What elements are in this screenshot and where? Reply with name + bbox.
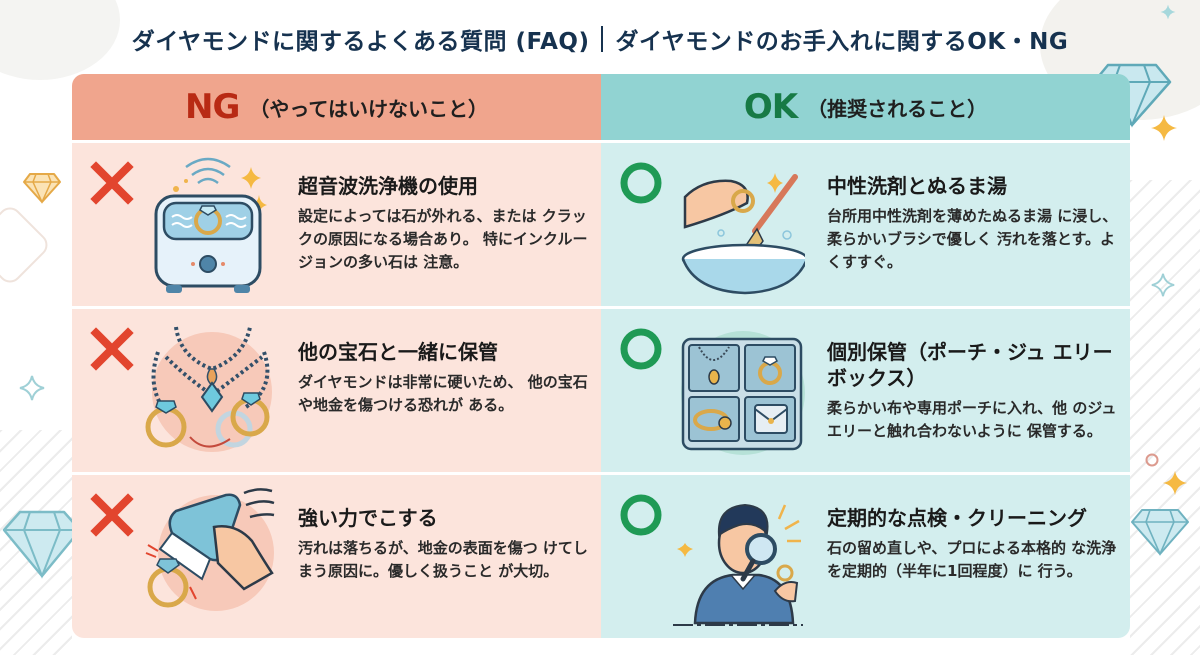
page-title: ダイヤモンドに関するよくある質問 (FAQ) ダイヤモンドのお手入れに関するOK… — [0, 14, 1200, 64]
sparkle-icon — [1162, 470, 1188, 496]
red-cross-icon — [90, 161, 134, 205]
jewelry-box-icon — [681, 331, 805, 455]
ng-label: NG — [185, 87, 240, 127]
ok-header: OK （推奨されること） — [601, 74, 1130, 140]
ng-subtitle: （やってはいけないこと） — [249, 96, 488, 121]
ng-header: NG （やってはいけないこと） — [72, 74, 601, 140]
ng-item-heading: 超音波洗浄機の使用 — [298, 174, 478, 198]
ok-item: 中性洗剤とぬるま湯 台所用中性洗剤を薄めたぬるま湯 に浸し、柔らかいブラシで優し… — [601, 140, 1130, 306]
ok-item: 定期的な点検・クリーニング 石の留め直しや、プロによる本格的 な洗浄を定期的（半… — [601, 472, 1130, 638]
ng-item: 他の宝石と一緒に保管 ダイヤモンドは非常に硬いため、 他の宝石や地金を傷つける恐… — [72, 306, 601, 472]
red-cross-icon — [90, 327, 134, 371]
diamond-icon — [2, 510, 82, 579]
green-circle-icon — [620, 162, 662, 204]
ok-item-body: 台所用中性洗剤を薄めたぬるま湯 に浸し、柔らかいブラシで優しく 汚れを落とす。よ… — [827, 207, 1118, 271]
background-stripes-left — [0, 430, 72, 655]
ng-item-body: ダイヤモンドは非常に硬いため、 他の宝石や地金を傷つける恐れが ある。 — [298, 373, 588, 414]
tangled-jewelry-icon — [145, 326, 272, 452]
small-ring-icon — [1145, 453, 1159, 467]
title-divider — [601, 26, 604, 52]
sparkle-icon — [1151, 115, 1177, 141]
ok-subtitle: （推奨されること） — [807, 96, 988, 121]
diamond-icon — [23, 173, 61, 204]
background-stripes-right — [1130, 180, 1200, 655]
red-cross-icon — [90, 493, 134, 537]
ng-item: 強い力でこする 汚れは落ちるが、地金の表面を傷つ けてしまう原因に。優しく扱うこ… — [72, 472, 601, 638]
ok-label: OK — [743, 87, 798, 127]
diamond-icon — [1131, 509, 1189, 556]
ok-column: OK （推奨されること） 中性洗剤とぬるま湯 台所用中性洗剤を — [601, 74, 1130, 638]
comparison-board: NG （やってはいけないこと） — [72, 74, 1130, 638]
green-circle-icon — [620, 494, 662, 536]
ok-item-body: 柔らかい布や専用ポーチに入れ、他 のジュエリーと触れ合わないように 保管する。 — [827, 399, 1117, 440]
ok-item-heading: 定期的な点検・クリーニング — [827, 506, 1087, 530]
background-rounded-square-left — [0, 202, 53, 288]
sparkle-outline-icon — [19, 375, 45, 401]
ok-item-heading: 中性洗剤とぬるま湯 — [827, 174, 1007, 198]
washing-bowl-brush-icon — [681, 173, 805, 295]
ultrasonic-cleaner-icon — [154, 157, 267, 293]
sparkle-outline-icon — [1151, 273, 1175, 297]
ok-item: 個別保管（ポーチ・ジュ エリーボックス） 柔らかい布や専用ポーチに入れ、他 のジ… — [601, 306, 1130, 472]
ok-item-heading: 個別保管（ポーチ・ジュ エリーボックス） — [827, 340, 1113, 390]
title-left: ダイヤモンドに関するよくある質問 (FAQ) — [131, 29, 590, 55]
ng-item-heading: 強い力でこする — [298, 506, 438, 530]
inspection-magnifier-icon — [673, 503, 803, 626]
ok-item-body: 石の留め直しや、プロによる本格的 な洗浄を定期的（半年に1回程度）に 行う。 — [827, 539, 1117, 580]
green-circle-icon — [620, 328, 662, 370]
ng-item: 超音波洗浄機の使用 設定によっては石が外れる、または クラックの原因になる場合あ… — [72, 140, 601, 306]
ng-item-body: 設定によっては石が外れる、または クラックの原因になる場合あり。 特にインクルー… — [298, 207, 588, 271]
hard-brush-scrubbing-icon — [145, 488, 275, 611]
ng-item-heading: 他の宝石と一緒に保管 — [298, 340, 498, 364]
ng-item-body: 汚れは落ちるが、地金の表面を傷つ けてしまう原因に。優しく扱うこと が大切。 — [298, 539, 588, 580]
title-right: ダイヤモンドのお手入れに関するOK・NG — [615, 29, 1069, 55]
ng-column: NG （やってはいけないこと） — [72, 74, 601, 638]
